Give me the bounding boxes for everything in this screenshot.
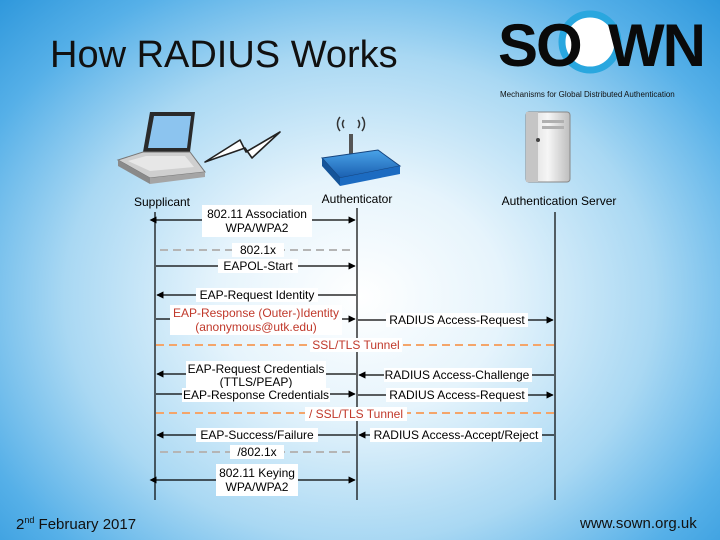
ssl-tunnel-box <box>310 338 402 352</box>
ssl-tunnel-label: SSL/TLS Tunnel <box>312 338 399 352</box>
eap-resp-id-box <box>170 305 342 335</box>
svg-text:WN: WN <box>608 12 703 79</box>
dot1x-box <box>232 243 284 257</box>
eap-success-box <box>196 428 318 442</box>
eap-success-label: EAP-Success/Failure <box>200 428 314 442</box>
eap-req-cred-box <box>186 361 326 389</box>
eap-resp-id-label-2: (anonymous@utk.edu) <box>195 320 317 334</box>
eap-resp-cred-box <box>182 388 330 402</box>
footer-date: 2nd February 2017 <box>16 515 136 533</box>
eapol-start-box <box>218 259 298 273</box>
svg-text:SO: SO <box>498 12 581 79</box>
radius-req-2-label: RADIUS Access-Request <box>389 388 525 402</box>
logo-circle-bg <box>559 11 621 73</box>
auth-server-label: Authentication Server <box>502 194 617 208</box>
assoc-box <box>202 205 312 237</box>
logo-tagline: Mechanisms for Global Distributed Authen… <box>500 90 675 99</box>
server-icon <box>525 111 571 183</box>
radius-req-1-label: RADIUS Access-Request <box>389 313 525 327</box>
eap-req-cred-label-2: (TTLS/PEAP) <box>220 375 293 389</box>
assoc-label-1: 802.11 Association <box>207 207 307 221</box>
slide-title: How RADIUS Works <box>50 34 398 76</box>
eap-req-id-box <box>196 288 318 302</box>
eap-resp-cred-label: EAP-Response Credentials <box>183 388 329 402</box>
keying-label-1: 802.11 Keying <box>219 466 295 480</box>
dot1x-end-box <box>230 445 284 459</box>
eap-req-id-label: EAP-Request Identity <box>200 288 315 302</box>
radius-challenge-label: RADIUS Access-Challenge <box>385 368 530 382</box>
logo-circle <box>558 10 622 74</box>
dot1x-label: 802.1x <box>240 243 276 257</box>
eap-resp-id-label-1: EAP-Response (Outer-)Identity <box>173 306 339 320</box>
sown-logo: SO WN <box>498 10 703 79</box>
date-rest: February 2017 <box>34 516 137 533</box>
ssl-tunnel-end-box <box>305 407 407 421</box>
radius-req-2-box <box>386 388 528 402</box>
eap-req-cred-label-1: EAP-Request Credentials <box>188 362 325 376</box>
keying-label-2: WPA/WPA2 <box>226 480 289 494</box>
keying-box <box>216 464 298 496</box>
assoc-label-2: WPA/WPA2 <box>226 221 289 235</box>
supplicant-label: Supplicant <box>134 195 191 209</box>
dot1x-end-label: /802.1x <box>237 445 276 459</box>
footer-url: www.sown.org.uk <box>580 515 697 532</box>
date-day: 2 <box>16 516 25 533</box>
access-point-icon <box>321 116 402 186</box>
radius-accept-label: RADIUS Access-Accept/Reject <box>374 428 539 442</box>
lightning-icon <box>204 131 281 163</box>
eapol-start-label: EAPOL-Start <box>223 259 293 273</box>
radius-req-1-box <box>386 313 528 327</box>
radius-challenge-box <box>384 368 532 382</box>
date-suffix: nd <box>24 515 35 525</box>
authenticator-label: Authenticator <box>322 192 393 206</box>
laptop-icon <box>116 112 206 184</box>
ssl-tunnel-end-label: / SSL/TLS Tunnel <box>309 407 403 421</box>
radius-accept-box <box>370 428 542 442</box>
